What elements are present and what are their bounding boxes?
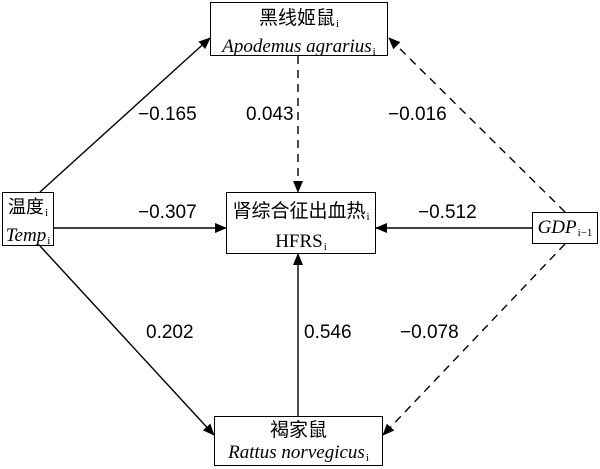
arrow-temp-to-rattus [39, 245, 215, 436]
temp-cn-subscript: i [44, 207, 49, 219]
node-rattus: 褐家鼠 Rattus norvegicusi [214, 416, 383, 466]
hfrs-cn-label: 肾综合征出血热 [232, 200, 366, 222]
node-apodemus: 黑线姬鼠i Apodemus agrariusi [210, 2, 388, 58]
node-temp: 温度i Tempi [2, 192, 54, 247]
temp-cn-label: 温度 [7, 197, 44, 218]
coef-gdp-rattus: −0.078 [400, 322, 459, 343]
node-hfrs: 肾综合征出血热i HFRSi [226, 192, 376, 254]
apodemus-en-label: Apodemus agrarius [222, 36, 372, 57]
coef-temp-hfrs: −0.307 [138, 202, 197, 223]
temp-en-subscript: i [47, 235, 51, 247]
coef-temp-rattus: 0.202 [146, 322, 194, 343]
node-gdp: GDPi−1 [532, 212, 598, 244]
gdp-en-subscript: i−1 [577, 227, 593, 239]
rattus-en-subscript: i [365, 452, 369, 464]
coef-temp-apodemus: −0.165 [138, 104, 197, 125]
hfrs-en-subscript: i [323, 241, 327, 253]
apodemus-cn-subscript: i [335, 18, 340, 30]
apodemus-cn-label: 黑线姬鼠 [258, 7, 335, 29]
rattus-cn-label: 褐家鼠 [269, 419, 327, 441]
coef-rattus-hfrs: 0.546 [304, 322, 352, 343]
coef-gdp-hfrs: −0.512 [418, 202, 477, 223]
coef-apodemus-hfrs: 0.043 [246, 104, 294, 125]
arrow-temp-to-apodemus [39, 37, 211, 193]
temp-en-label: Temp [5, 225, 47, 246]
rattus-en-label: Rattus norvegicus [228, 442, 365, 463]
hfrs-cn-subscript: i [366, 211, 370, 223]
hfrs-en-label: HFRS [275, 231, 323, 252]
coef-gdp-apodemus: −0.016 [388, 104, 447, 125]
arrow-gdp-to-rattus [382, 243, 566, 436]
gdp-en-label: GDP [537, 217, 577, 238]
apodemus-en-subscript: i [372, 46, 376, 58]
